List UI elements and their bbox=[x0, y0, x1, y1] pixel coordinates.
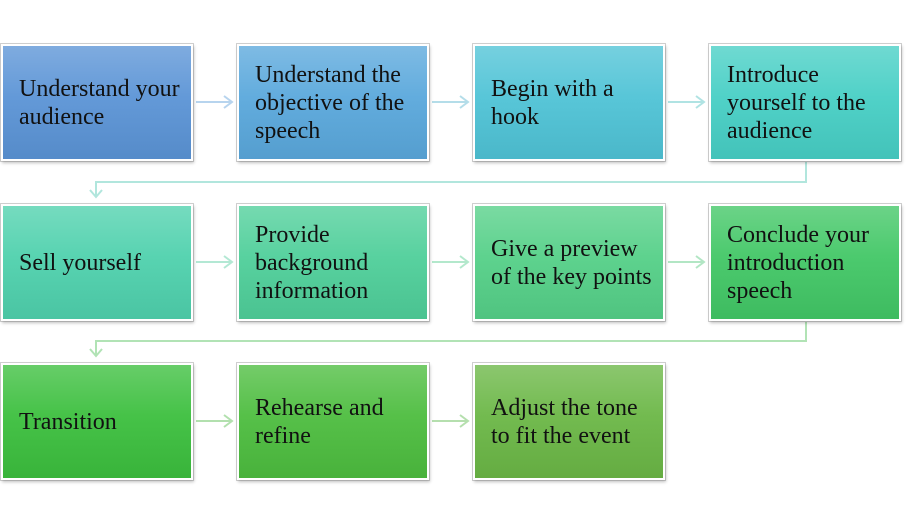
step-label: Sell yourself bbox=[19, 249, 141, 276]
arrow-right bbox=[196, 255, 234, 269]
step-conclude-intro: Conclude your introduction speech bbox=[709, 204, 901, 321]
step-rehearse-refine: Rehearse and refine bbox=[237, 363, 429, 480]
step-label: Rehearse and refine bbox=[255, 394, 384, 449]
arrow-right bbox=[432, 95, 470, 109]
step-label: Transition bbox=[19, 408, 117, 435]
step-label: Adjust the tone to fit the event bbox=[491, 394, 638, 449]
step-sell-yourself: Sell yourself bbox=[1, 204, 193, 321]
step-label: Introduce yourself to the audience bbox=[727, 61, 866, 144]
arrow-right bbox=[668, 255, 706, 269]
step-transition: Transition bbox=[1, 363, 193, 480]
arrow-right bbox=[668, 95, 706, 109]
arrow-right bbox=[432, 414, 470, 428]
arrow-row-wrap bbox=[89, 162, 807, 199]
step-label: Provide background information bbox=[255, 221, 369, 304]
arrow-right bbox=[196, 414, 234, 428]
step-label: Conclude your introduction speech bbox=[727, 221, 869, 304]
step-adjust-tone: Adjust the tone to fit the event bbox=[473, 363, 665, 480]
step-background-info: Provide background information bbox=[237, 204, 429, 321]
step-understand-objective: Understand the objective of the speech bbox=[237, 44, 429, 161]
step-label: Give a preview of the key points bbox=[491, 235, 652, 290]
arrow-right bbox=[432, 255, 470, 269]
arrow-right bbox=[196, 95, 234, 109]
step-label: Understand the objective of the speech bbox=[255, 61, 405, 144]
step-begin-hook: Begin with a hook bbox=[473, 44, 665, 161]
arrow-row-wrap bbox=[89, 322, 807, 358]
step-preview-key-points: Give a preview of the key points bbox=[473, 204, 665, 321]
step-label: Begin with a hook bbox=[491, 75, 614, 130]
step-introduce-yourself: Introduce yourself to the audience bbox=[709, 44, 901, 161]
step-label: Understand your audience bbox=[19, 75, 180, 130]
step-understand-audience: Understand your audience bbox=[1, 44, 193, 161]
